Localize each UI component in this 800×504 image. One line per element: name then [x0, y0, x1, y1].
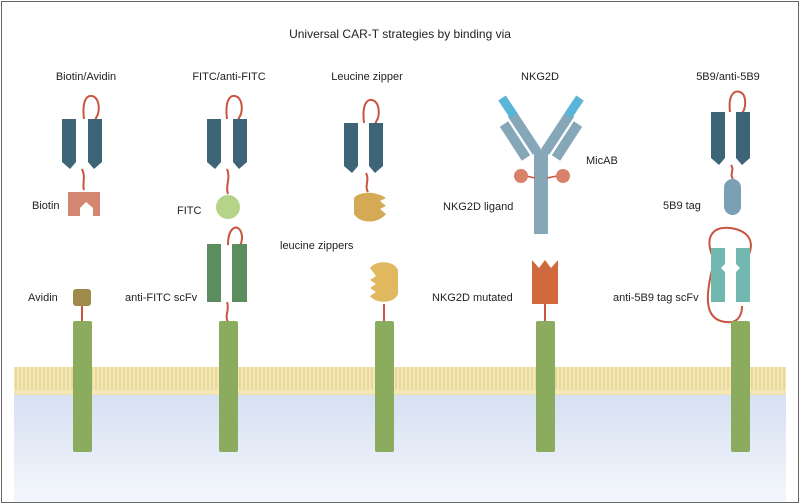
diagram-title: Universal CAR-T strategies by binding vi…	[289, 27, 511, 41]
5b9-antibody-icon	[711, 90, 750, 180]
car-receptor-nkg2d	[536, 321, 555, 452]
label-nkg2d-ligand: NKG2D ligand	[443, 201, 513, 213]
label-avidin: Avidin	[28, 292, 58, 304]
fitc-antibody-icon	[207, 94, 247, 195]
label-anti-5b9-tag-scfv: anti-5B9 tag scFv	[613, 292, 699, 304]
label-nkg2d-mutated: NKG2D mutated	[432, 292, 513, 304]
cytoplasm	[14, 394, 786, 502]
header-5b9: 5B9/anti-5B9	[696, 71, 760, 83]
car-receptor-fitc	[219, 321, 238, 452]
header-fitc: FITC/anti-FITC	[192, 71, 265, 83]
car-receptor-leucine	[375, 321, 394, 452]
anti-fitc-scfv-icon	[207, 226, 247, 323]
label-5b9-tag: 5B9 tag	[663, 200, 701, 212]
car-receptor-5b9	[731, 321, 750, 452]
leucine-zipper-bottom-icon	[370, 262, 398, 302]
header-biotin-avidin: Biotin/Avidin	[56, 71, 116, 83]
biotin-antibody-icon	[62, 94, 102, 191]
nkg2d-mutated-icon	[532, 260, 558, 304]
label-micab: MicAB	[586, 155, 618, 167]
label-leucine-zippers: leucine zippers	[280, 240, 354, 252]
anti-5b9-scfv-icon	[706, 226, 752, 324]
cell-membrane	[14, 367, 786, 395]
car-receptor-biotin	[73, 321, 92, 452]
label-biotin: Biotin	[32, 200, 60, 212]
leucine-zipper-top-icon	[354, 192, 386, 222]
avidin-icon	[73, 289, 91, 321]
micab-icon	[514, 169, 570, 183]
header-nkg2d: NKG2D	[521, 71, 559, 83]
biotin-icon	[68, 192, 100, 216]
label-fitc: FITC	[177, 205, 201, 217]
5b9-tag-icon	[724, 179, 741, 215]
nkg2d-ligand-icon	[498, 95, 584, 234]
header-leucine-zipper: Leucine zipper	[331, 71, 403, 83]
fitc-icon	[216, 195, 240, 219]
label-anti-fitc-scfv: anti-FITC scFv	[125, 292, 198, 304]
leucine-antibody-icon	[344, 98, 383, 193]
